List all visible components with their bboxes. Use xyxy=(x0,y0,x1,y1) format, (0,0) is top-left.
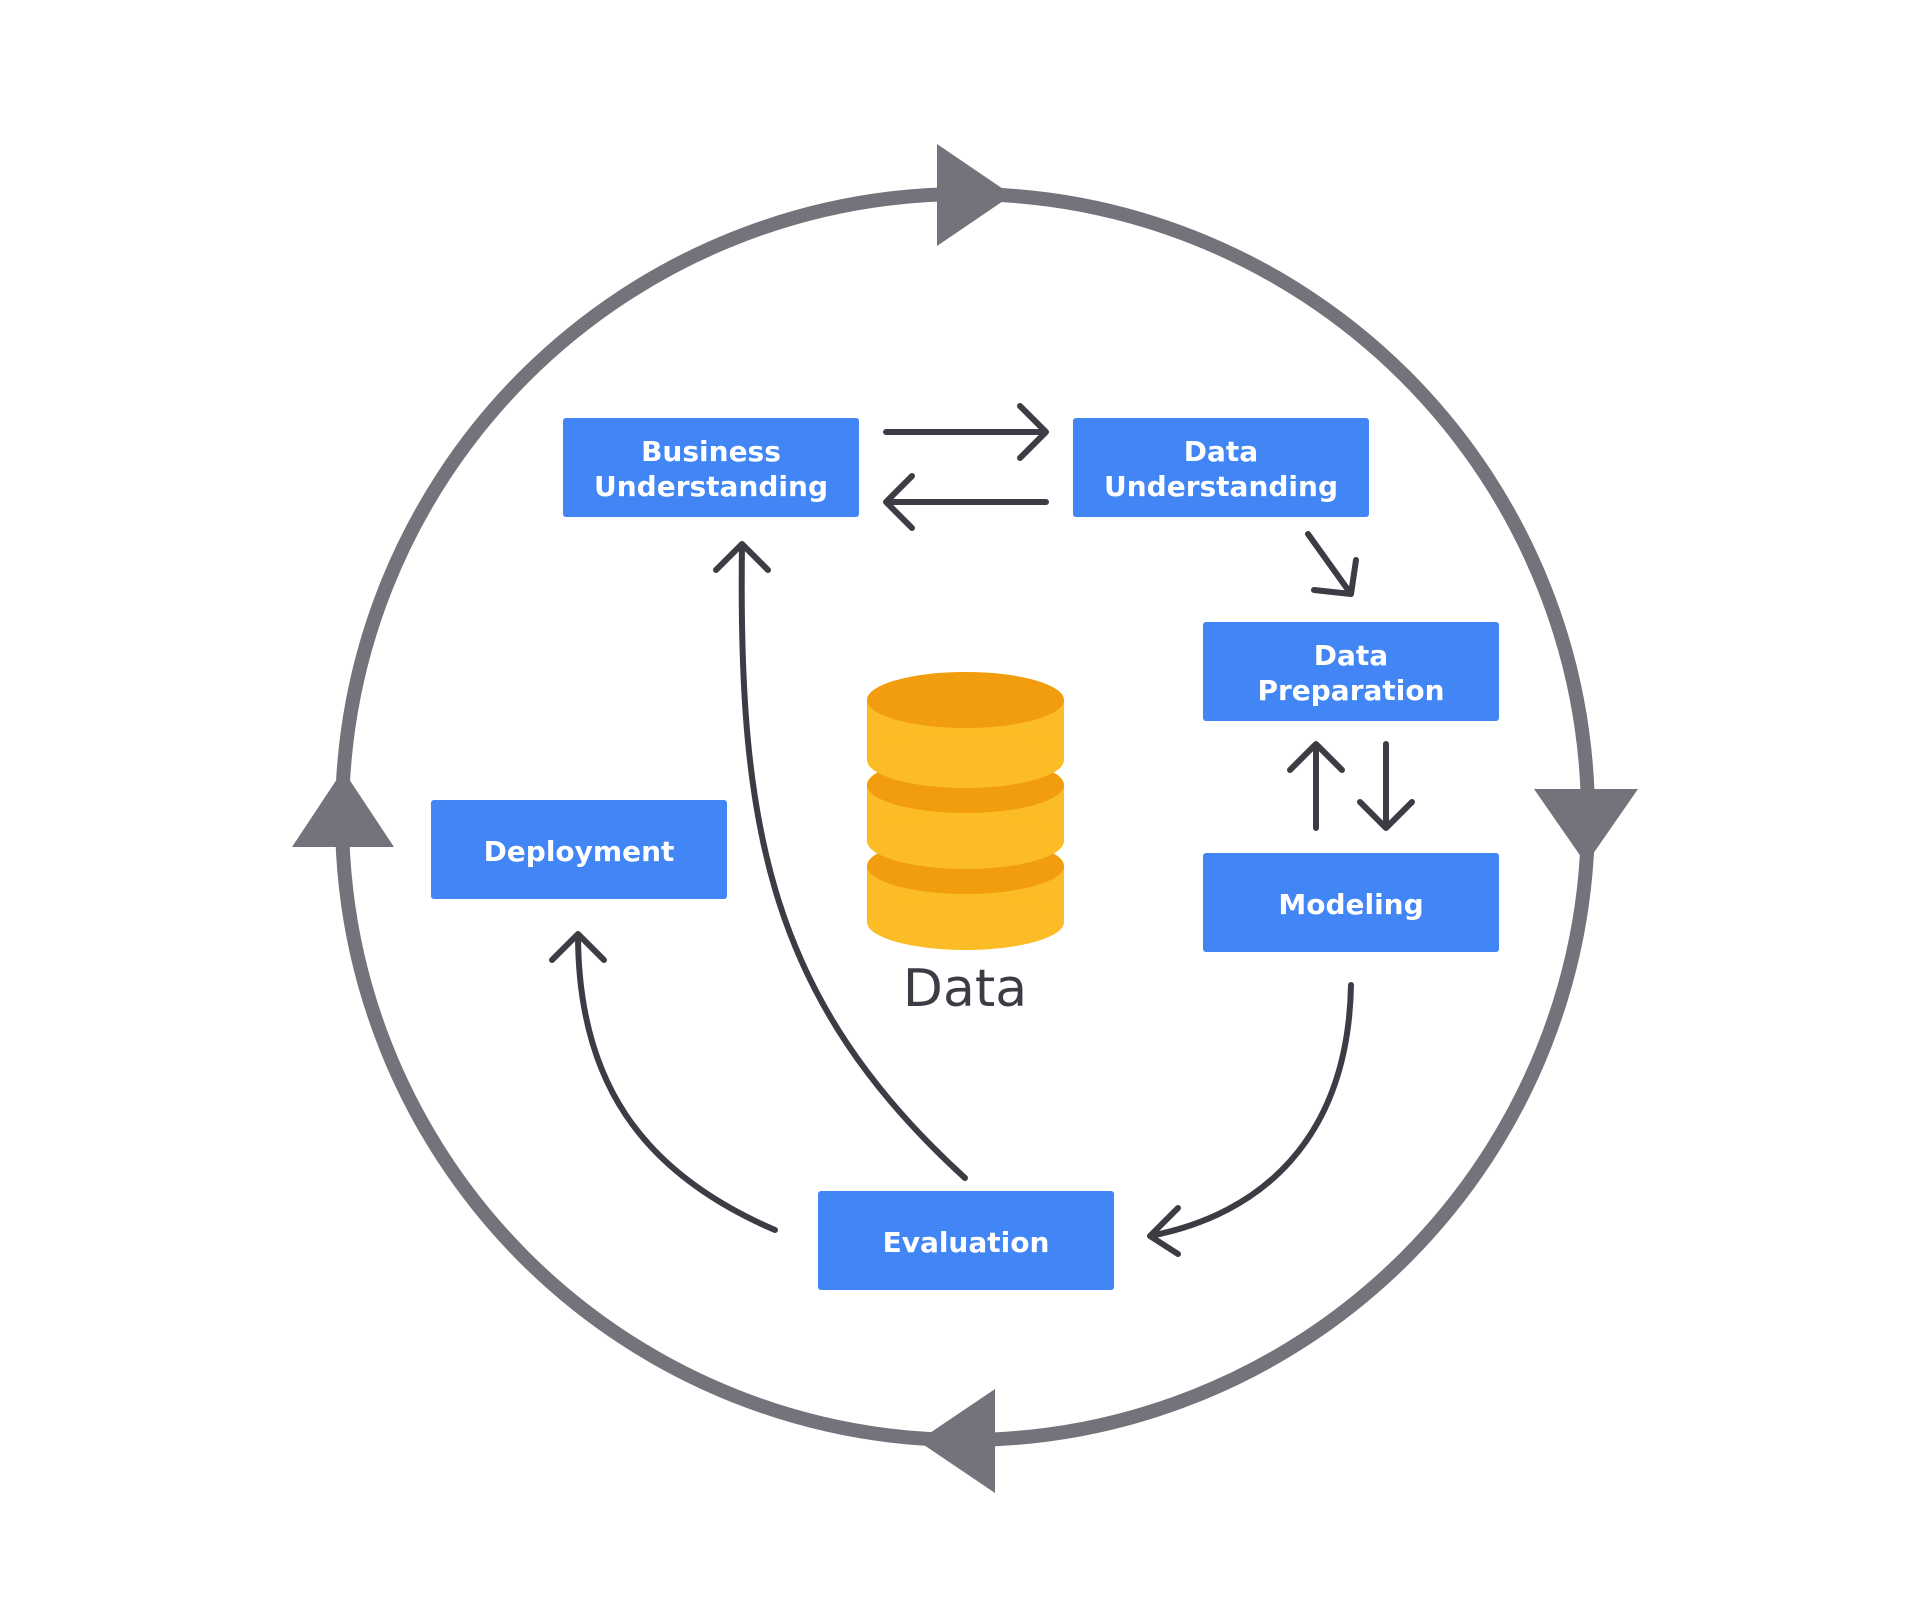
phase-label-line2: Preparation xyxy=(1257,674,1444,707)
phase-deployment: Deployment xyxy=(431,800,727,899)
arrow-data-understanding-to-preparation xyxy=(1305,531,1359,597)
phase-business-understanding: Business Understanding xyxy=(563,418,859,517)
phase-label-line2: Understanding xyxy=(594,470,828,503)
center-data-label: Data xyxy=(903,959,1027,1019)
arrow-evaluation-to-deployment xyxy=(549,931,778,1233)
cycle-arrowhead-bottom xyxy=(918,1389,995,1493)
phase-evaluation: Evaluation xyxy=(818,1191,1114,1290)
phase-label: Deployment xyxy=(484,835,675,868)
arrow-evaluation-to-business xyxy=(713,541,968,1181)
phase-data-understanding: Data Understanding xyxy=(1073,418,1369,517)
cycle-arrowhead-top xyxy=(937,144,1012,246)
database-icon xyxy=(867,672,1064,950)
phase-label-line1: Data xyxy=(1314,639,1388,672)
phase-label: Modeling xyxy=(1278,888,1423,921)
phase-label-line2: Understanding xyxy=(1104,470,1338,503)
arrow-data-understanding-to-business xyxy=(883,473,1049,531)
arrow-modeling-to-evaluation xyxy=(1147,982,1354,1257)
arrow-modeling-to-preparation xyxy=(1287,741,1345,831)
cycle-arrowhead-right xyxy=(1534,789,1638,864)
phase-modeling: Modeling xyxy=(1203,853,1499,952)
cycle-arrowhead-left xyxy=(292,770,394,847)
phase-label-line1: Data xyxy=(1184,435,1258,468)
phase-label: Evaluation xyxy=(883,1226,1050,1259)
phase-label-line1: Business xyxy=(641,435,781,468)
arrow-preparation-to-modeling xyxy=(1357,741,1415,831)
arrow-business-to-data-understanding xyxy=(883,403,1049,461)
phase-data-preparation: Data Preparation xyxy=(1203,622,1499,721)
